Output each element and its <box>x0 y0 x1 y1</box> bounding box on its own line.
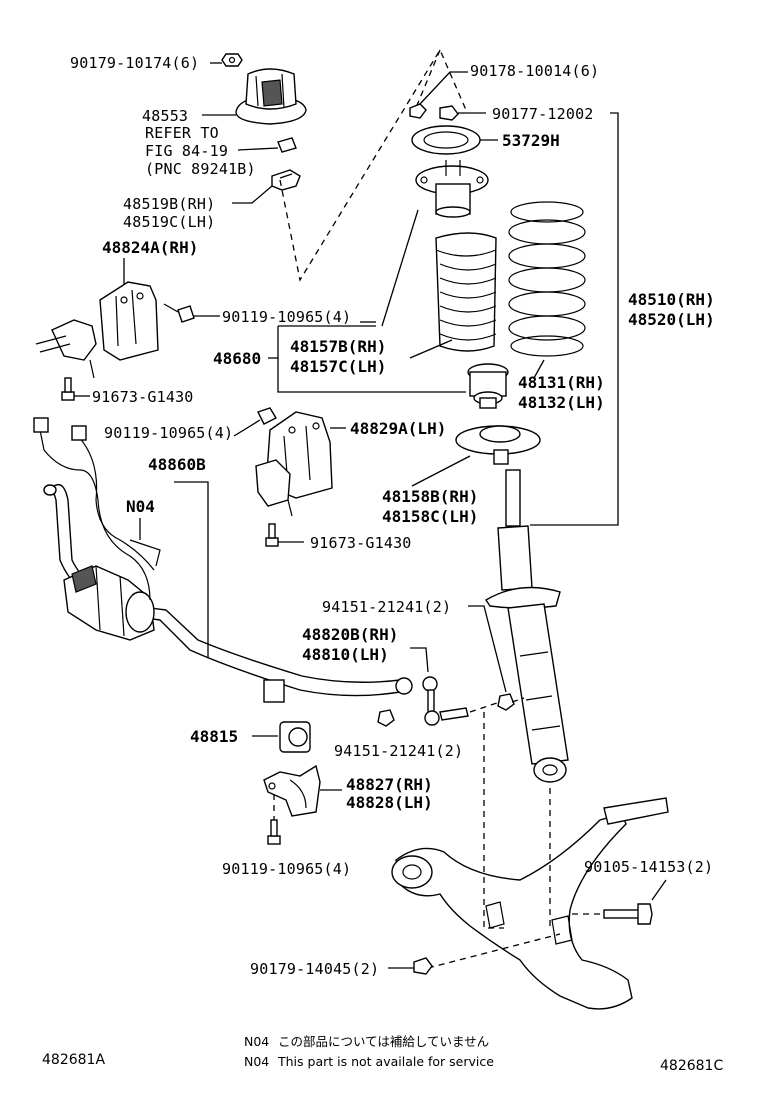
label-48519b: 48519B(RH) <box>123 195 215 213</box>
nut-90179-10174 <box>221 53 243 67</box>
label-48510: 48510(RH) <box>628 290 715 309</box>
label-48860b: 48860B <box>148 455 206 474</box>
label-48810: 48810(LH) <box>302 645 389 664</box>
cover-48553 <box>235 68 307 125</box>
nut-90178 <box>409 103 427 119</box>
height-sensor-bracket-rh <box>35 281 159 379</box>
bolt-90119-c <box>267 819 281 845</box>
strut-mount-upper <box>415 160 489 218</box>
nut-90179-14045 <box>413 957 433 975</box>
label-48824a: 48824A(RH) <box>102 238 198 257</box>
label-48827: 48827(RH) <box>346 775 433 794</box>
label-90119-c: 90119-10965(4) <box>222 860 351 878</box>
diagram-code-left: 482681A <box>42 1052 105 1068</box>
stabilizer-link <box>422 676 469 726</box>
nut-94151-a <box>497 693 515 711</box>
note-jp-text: この部品については補給していません <box>278 1034 489 1049</box>
label-90177: 90177-12002 <box>492 105 594 123</box>
label-90178: 90178-10014(6) <box>470 62 599 80</box>
clip-refer <box>277 137 297 153</box>
label-90119-a: 90119-10965(4) <box>222 308 351 326</box>
label-90105: 90105-14153(2) <box>584 858 713 876</box>
label-refer-pnc: (PNC 89241B) <box>145 160 256 178</box>
stabilizer-bushing <box>279 721 311 753</box>
bump-stopper <box>467 363 509 409</box>
ring-53729h <box>411 125 481 155</box>
label-94151-b: 94151-21241(2) <box>334 742 463 760</box>
label-n04: N04 <box>126 497 155 516</box>
label-48820b: 48820B(RH) <box>302 625 398 644</box>
label-90119-b: 90119-10965(4) <box>104 424 233 442</box>
label-48519c: 48519C(LH) <box>123 213 215 231</box>
stabilizer-bracket <box>263 764 321 817</box>
shock-absorber <box>485 469 569 783</box>
label-refer-to: REFER TO <box>145 124 219 142</box>
bolt-90119-b <box>257 407 277 425</box>
spring-seat-48158 <box>455 425 541 465</box>
nut-90177 <box>439 105 459 121</box>
label-91673-b: 91673-G1430 <box>310 534 412 552</box>
label-90179-14045: 90179-14045(2) <box>250 960 379 978</box>
label-91673-a: 91673-G1430 <box>92 388 194 406</box>
label-48158b: 48158B(RH) <box>382 487 478 506</box>
height-sensor-bracket-lh <box>255 411 333 517</box>
label-48553: 48553 <box>142 107 188 125</box>
label-48829a: 48829A(LH) <box>350 419 446 438</box>
label-refer-fig: FIG 84-19 <box>145 142 228 160</box>
bolt-91673-a <box>61 377 75 401</box>
bracket-48519 <box>271 169 301 191</box>
label-48131: 48131(RH) <box>518 373 605 392</box>
label-48680: 48680 <box>213 349 261 368</box>
label-90179-10174: 90179-10174(6) <box>70 54 199 72</box>
label-48815: 48815 <box>190 727 238 746</box>
label-48520: 48520(LH) <box>628 310 715 329</box>
bolt-91673-b <box>265 523 279 547</box>
note-jp-code: N04 <box>244 1034 269 1049</box>
label-48158c: 48158C(LH) <box>382 507 478 526</box>
label-48132: 48132(LH) <box>518 393 605 412</box>
diagram-code-right: 482681C <box>660 1058 723 1074</box>
bolt-90119-a <box>163 303 195 323</box>
nut-94151-b <box>377 709 395 727</box>
label-53729h: 53729H <box>502 131 560 150</box>
note-en-code: N04 <box>244 1054 269 1069</box>
label-48157c: 48157C(LH) <box>290 357 386 376</box>
actuator-assembly <box>63 565 155 641</box>
label-94151-a: 94151-21241(2) <box>322 598 451 616</box>
label-48157b: 48157B(RH) <box>290 337 386 356</box>
bolt-90105 <box>603 903 653 925</box>
stabilizer-bar <box>43 483 413 703</box>
lower-control-arm <box>391 797 669 1010</box>
label-48828: 48828(LH) <box>346 793 433 812</box>
coil-spring-48131 <box>508 201 586 357</box>
note-en-text: This part is not availale for service <box>277 1054 494 1069</box>
dust-boot-48157 <box>435 232 497 352</box>
wire-harness <box>33 417 161 601</box>
